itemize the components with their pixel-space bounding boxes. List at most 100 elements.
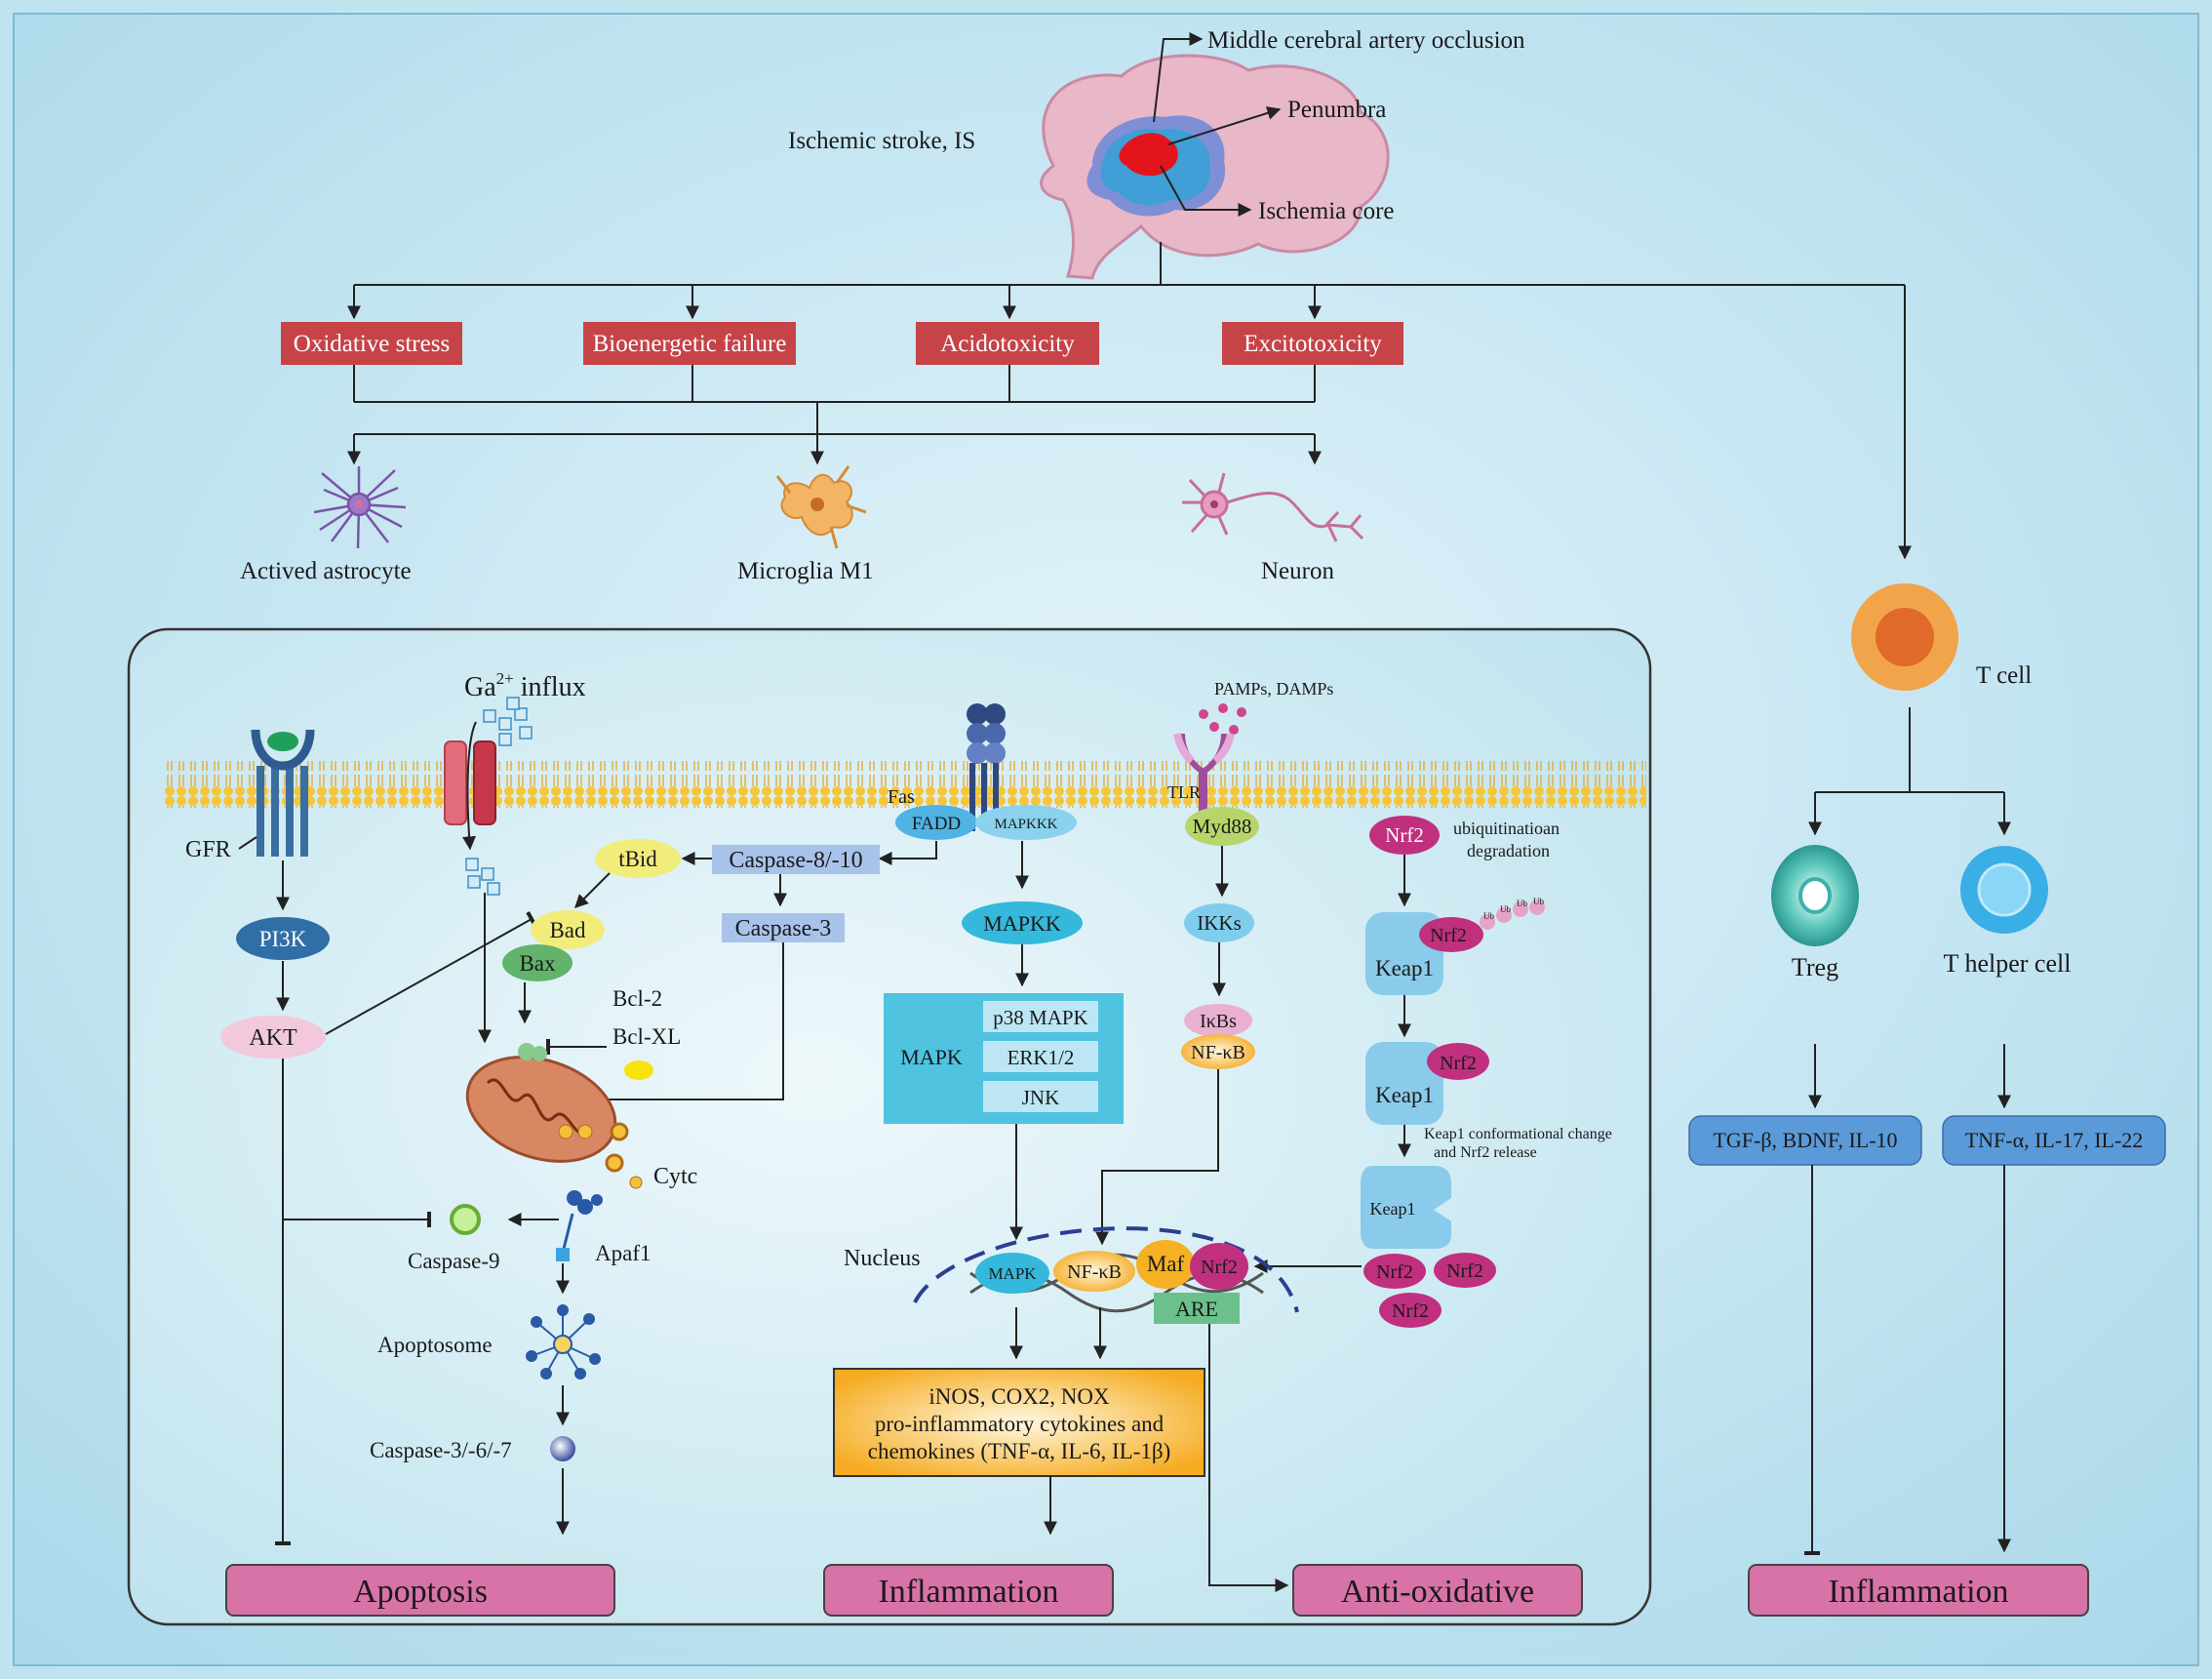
svg-text:IKKs: IKKs [1197, 911, 1242, 935]
maf-node: Maf [1136, 1240, 1195, 1289]
t-cell-icon [1851, 583, 1958, 691]
nrf2-released-group: Nrf2 Nrf2 Nrf2 [1363, 1253, 1496, 1328]
damp-molecules-icon [1199, 703, 1246, 735]
fadd-node: FADD [895, 805, 977, 840]
svg-text:Ub: Ub [1533, 897, 1544, 906]
svg-text:iNOS, COX2, NOX: iNOS, COX2, NOX [928, 1384, 1110, 1409]
inflammatory-genes-box: iNOS, COX2, NOX pro-inflammatory cytokin… [833, 1368, 1205, 1477]
nuclear-envelope [913, 1226, 1299, 1313]
mechanism-bioenergetic-failure: Bioenergetic failure [583, 322, 796, 365]
neuron-label: Neuron [1261, 558, 1334, 584]
svg-text:Maf: Maf [1147, 1252, 1185, 1276]
th-cytokines-box: TNF-α, IL-17, IL-22 [1942, 1115, 2166, 1166]
svg-text:MAPK: MAPK [900, 1045, 963, 1069]
tbid-node: tBid [595, 839, 681, 878]
svg-text:p38 MAPK: p38 MAPK [993, 1006, 1087, 1029]
akt-inhibits-bad [325, 911, 537, 1035]
cytc-label: Cytc [653, 1164, 697, 1189]
apaf1-icon [556, 1190, 603, 1261]
svg-text:Bad: Bad [549, 918, 586, 942]
tlr-label: TLR [1167, 782, 1201, 802]
apaf1-label: Apaf1 [595, 1241, 651, 1265]
caspase-9-label: Caspase-9 [408, 1249, 500, 1273]
svg-text:Inflammation: Inflammation [878, 1574, 1058, 1610]
mechanism-excitotoxicity: Excitotoxicity [1222, 322, 1403, 365]
svg-text:Inflammation: Inflammation [1828, 1574, 2008, 1610]
svg-text:Nrf2: Nrf2 [1385, 823, 1424, 847]
caspase-8-10-node: Caspase-8/-10 [712, 845, 880, 874]
bad-node: Bad [531, 910, 605, 949]
antioxidative-outcome: Anti-oxidative [1292, 1564, 1583, 1617]
calcium-influx-label: Ga2+ influx [464, 669, 586, 702]
svg-text:PI3K: PI3K [259, 927, 307, 951]
svg-text:AKT: AKT [249, 1025, 297, 1051]
pamps-label: PAMPs, DAMPs [1214, 679, 1333, 699]
t-helper-icon [1960, 846, 2048, 934]
svg-text:Ub: Ub [1483, 911, 1494, 921]
keap1-nrf2-ub-complex: Keap1 Nrf2 Ub Ub Ub Ub [1365, 897, 1545, 995]
mapkkk-node: MAPKKK [975, 805, 1077, 840]
mca-pointer [1153, 32, 1204, 123]
caspase-367-label: Caspase-3/-6/-7 [370, 1438, 512, 1462]
tlr-receptor-icon [1173, 733, 1235, 824]
cell-membrane [164, 761, 1646, 808]
conformational-change-label-2: and Nrf2 release [1434, 1144, 1537, 1161]
caspase-3-node: Caspase-3 [722, 913, 845, 942]
pi3k-node: PI3K [236, 917, 330, 960]
svg-text:IκBs: IκBs [1200, 1011, 1237, 1032]
svg-text:TNF-α, IL-17, IL-22: TNF-α, IL-17, IL-22 [1965, 1128, 2144, 1152]
svg-text:Bioenergetic failure: Bioenergetic failure [593, 331, 787, 357]
apoptosis-outcome: Apoptosis [225, 1564, 615, 1617]
bcl-protein-icon [624, 1060, 653, 1080]
astrocyte-label: Actived astrocyte [240, 558, 412, 584]
ikks-node: IKKs [1184, 903, 1254, 942]
penumbra-pointer [1167, 106, 1282, 145]
microglia-label: Microglia M1 [737, 558, 874, 584]
svg-text:Bax: Bax [519, 951, 556, 976]
svg-text:Nrf2: Nrf2 [1376, 1261, 1413, 1283]
svg-text:JNK: JNK [1022, 1086, 1060, 1109]
mechanism-acidotoxicity: Acidotoxicity [916, 322, 1099, 365]
bclxl-label: Bcl-XL [612, 1024, 681, 1049]
gfr-label: GFR [185, 837, 231, 862]
fas-label: Fas [888, 786, 915, 808]
nfkb-nuclear-node: NF-κB [1053, 1251, 1135, 1292]
astrocyte-icon [313, 466, 407, 549]
apoptosome-icon [526, 1304, 601, 1379]
core-pointer [1160, 165, 1252, 217]
svg-text:Myd88: Myd88 [1193, 815, 1252, 838]
svg-text:Ub: Ub [1500, 904, 1511, 914]
mechanism-oxidative-stress: Oxidative stress [281, 322, 462, 365]
svg-text:Nrf2: Nrf2 [1446, 1260, 1483, 1282]
are-box: ARE [1154, 1293, 1240, 1324]
svg-text:Ub: Ub [1517, 899, 1527, 908]
keap1-released-icon: Keap1 [1361, 1166, 1451, 1249]
svg-text:Oxidative stress: Oxidative stress [294, 331, 450, 357]
mitochondrion-icon [465, 1043, 643, 1189]
t-cell-label: T cell [1976, 662, 2032, 689]
treg-icon [1771, 845, 1859, 946]
mapk-box: MAPK p38 MAPK ERK1/2 JNK [884, 993, 1124, 1124]
microglia-icon [775, 465, 867, 549]
svg-text:ERK1/2: ERK1/2 [1007, 1046, 1075, 1069]
treg-label: Treg [1792, 953, 1838, 981]
conformational-change-label-1: Keap1 conformational change [1424, 1126, 1612, 1142]
tcell-inflammation-outcome: Inflammation [1748, 1564, 2089, 1617]
nrf2-free-node: Nrf2 [1369, 816, 1440, 855]
svg-text:NF-κB: NF-κB [1067, 1261, 1122, 1283]
ischemia-core [1119, 133, 1178, 177]
svg-text:Nrf2: Nrf2 [1201, 1257, 1238, 1278]
ubiquitination-label-2: degradation [1467, 841, 1550, 860]
svg-text:FADD: FADD [912, 814, 961, 834]
myd88-node: Myd88 [1185, 807, 1259, 846]
akt-node: AKT [220, 1016, 326, 1059]
neuron-icon [1182, 472, 1364, 542]
ubiquitination-label-1: ubiquitinatioan [1453, 819, 1560, 838]
svg-text:Anti-oxidative: Anti-oxidative [1341, 1574, 1534, 1610]
svg-text:Keap1: Keap1 [1375, 1083, 1434, 1107]
svg-text:Keap1: Keap1 [1370, 1199, 1416, 1219]
bax-node: Bax [502, 944, 573, 981]
nucleus-label: Nucleus [844, 1246, 921, 1271]
svg-text:chemokines (TNF-α, IL-6, IL-1β: chemokines (TNF-α, IL-6, IL-1β) [868, 1439, 1171, 1463]
